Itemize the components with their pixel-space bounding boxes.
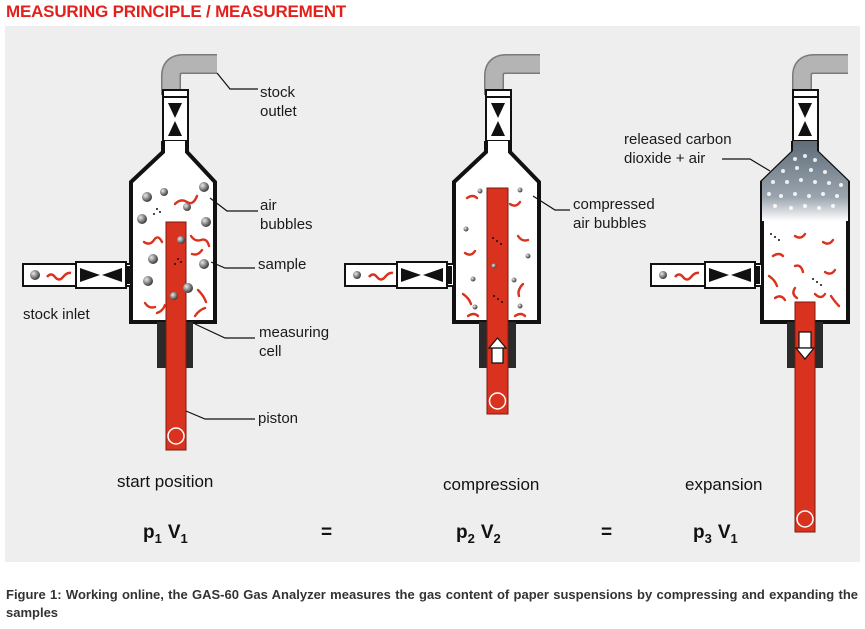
measuring-principle-diagram: stock outlet air bubbles sample stock in… [22, 54, 850, 546]
compression-arrow-icon [487, 337, 508, 349]
label-released-2: dioxide + air [624, 150, 705, 167]
cell-compression [344, 54, 570, 415]
stage-start-position: start position [117, 472, 213, 491]
air-bubbles [137, 182, 211, 300]
valve-arrow-up-icon [168, 121, 182, 136]
label-air-bubbles-2: bubbles [260, 216, 313, 233]
label-measuring-cell-2: cell [259, 343, 282, 360]
page-heading: MEASURING PRINCIPLE / MEASUREMENT [6, 2, 347, 21]
cell-start-position [22, 54, 258, 451]
figure-caption: Figure 1: Working online, the GAS-60 Gas… [6, 587, 858, 620]
label-sample: sample [258, 256, 306, 273]
expansion-arrow-icon [794, 347, 816, 360]
label-air-bubbles-1: air [260, 197, 277, 214]
label-piston: piston [258, 410, 298, 427]
equation-equals-1: = [321, 522, 332, 543]
cell-expansion [650, 54, 850, 533]
label-stock-inlet: stock inlet [23, 306, 91, 323]
label-compressed-2: air bubbles [573, 215, 646, 232]
valve-arrow-down-icon [168, 103, 182, 118]
piston [165, 221, 187, 451]
label-stock-outlet-2: outlet [260, 103, 298, 120]
label-stock-outlet-1: stock [260, 84, 296, 101]
label-compressed-1: compressed [573, 196, 655, 213]
callout-labels: stock outlet air bubbles sample stock in… [23, 84, 732, 427]
sample-fibers [142, 194, 211, 318]
label-released-1: released carbon [624, 131, 732, 148]
label-measuring-cell-1: measuring [259, 324, 329, 341]
stage-compression: compression [443, 475, 539, 494]
diagram-panel: stock outlet air bubbles sample stock in… [5, 26, 860, 562]
equation-equals-2: = [601, 522, 612, 543]
stage-labels: start position compression expansion [117, 472, 763, 494]
stage-expansion: expansion [685, 475, 763, 494]
